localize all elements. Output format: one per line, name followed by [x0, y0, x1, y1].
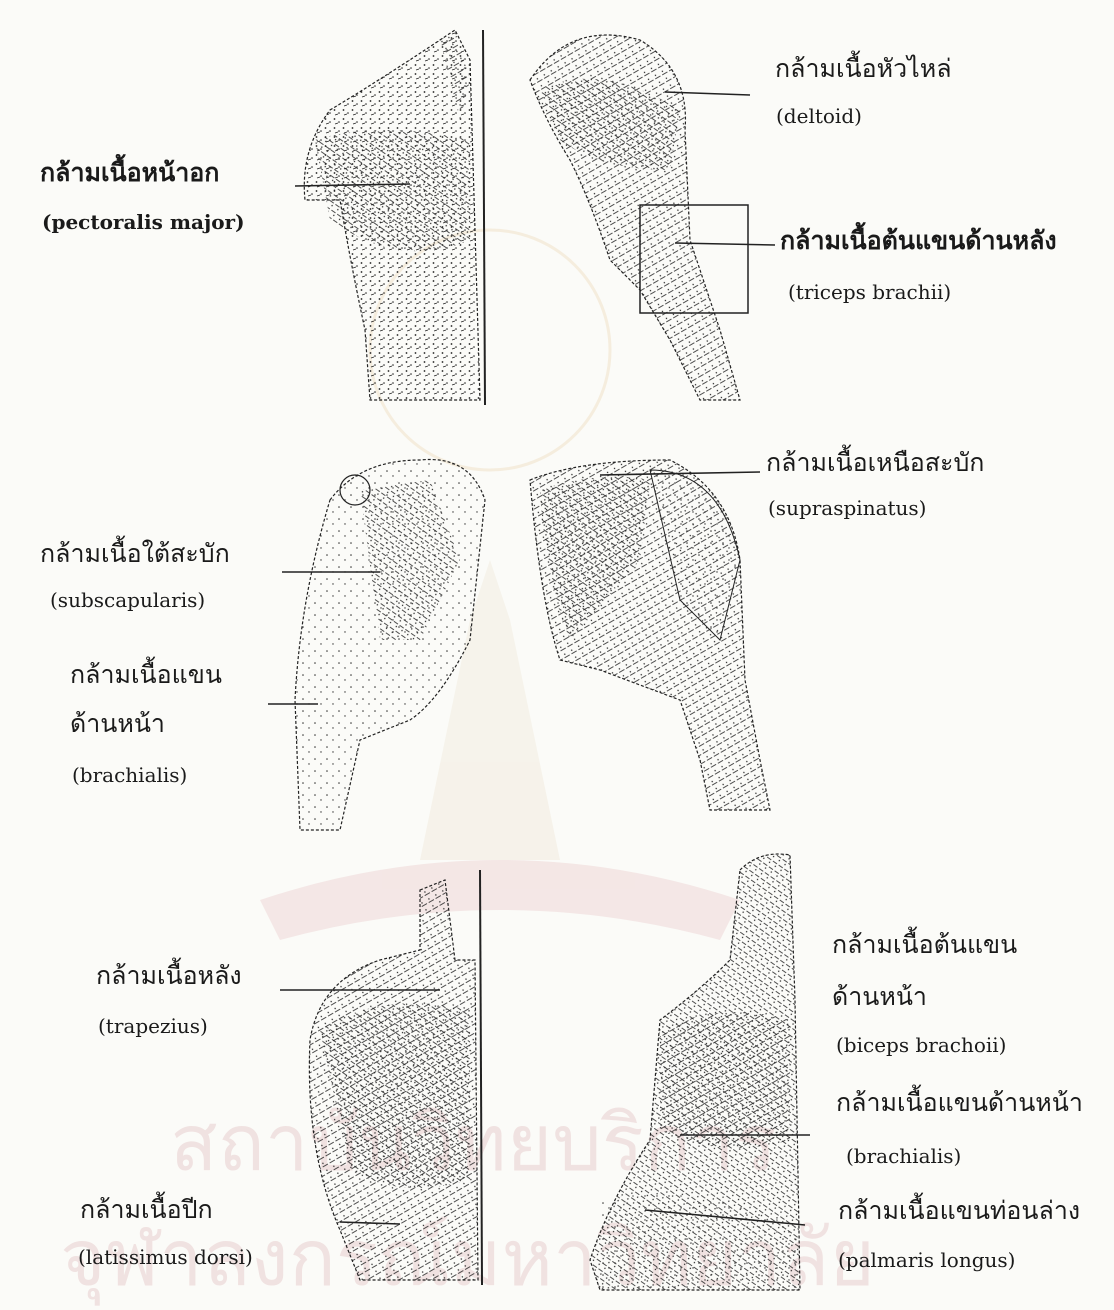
label-deltoid-latin: (deltoid) [776, 106, 862, 126]
label-biceps-thai-1: กล้ามเนื้อต้นแขน [832, 932, 1017, 957]
label-supraspinatus-latin: (supraspinatus) [768, 498, 927, 518]
label-biceps-thai-2: ด้านหน้า [832, 984, 927, 1009]
label-trapezius-latin: (trapezius) [98, 1016, 208, 1036]
label-brachialis-lower-latin: (brachialis) [846, 1146, 961, 1166]
label-pectoralis-thai: กล้ามเนื้อหน้าอก [40, 160, 219, 185]
figure-chest-front [304, 30, 480, 400]
label-biceps-latin: (biceps brachoii) [836, 1035, 1006, 1055]
label-triceps-thai: กล้ามเนื้อต้นแขนด้านหลัง [780, 228, 1057, 253]
label-pectoralis-latin: (pectoralis major) [42, 212, 245, 232]
label-latissimus-thai: กล้ามเนื้อปีก [80, 1197, 213, 1222]
label-subscapularis-thai: กล้ามเนื้อใต้สะบัก [40, 541, 230, 566]
label-palmaris-latin: (palmaris longus) [838, 1250, 1015, 1270]
label-latissimus-latin: (latissimus dorsi) [78, 1247, 253, 1267]
label-brachialis-upper-latin: (brachialis) [72, 765, 187, 785]
figure-shoulder-back [530, 35, 748, 400]
label-palmaris-thai: กล้ามเนื้อแขนท่อนล่าง [838, 1198, 1080, 1223]
label-brachialis-upper-thai-2: ด้านหน้า [70, 711, 165, 736]
label-supraspinatus-thai: กล้ามเนื้อเหนือสะบัก [766, 450, 984, 475]
label-triceps-latin: (triceps brachii) [788, 282, 951, 302]
label-brachialis-lower-thai: กล้ามเนื้อแขนด้านหน้า [836, 1090, 1083, 1115]
figure-midline-1 [483, 30, 485, 405]
label-brachialis-upper-thai-1: กล้ามเนื้อแขน [70, 662, 222, 687]
label-trapezius-thai: กล้ามเนื้อหลัง [96, 963, 242, 988]
watermark-emblem-base [260, 860, 740, 940]
figure-arm-back [530, 460, 770, 810]
label-deltoid-thai: กล้ามเนื้อหัวไหล่ [775, 56, 952, 81]
label-subscapularis-latin: (subscapularis) [50, 590, 205, 610]
